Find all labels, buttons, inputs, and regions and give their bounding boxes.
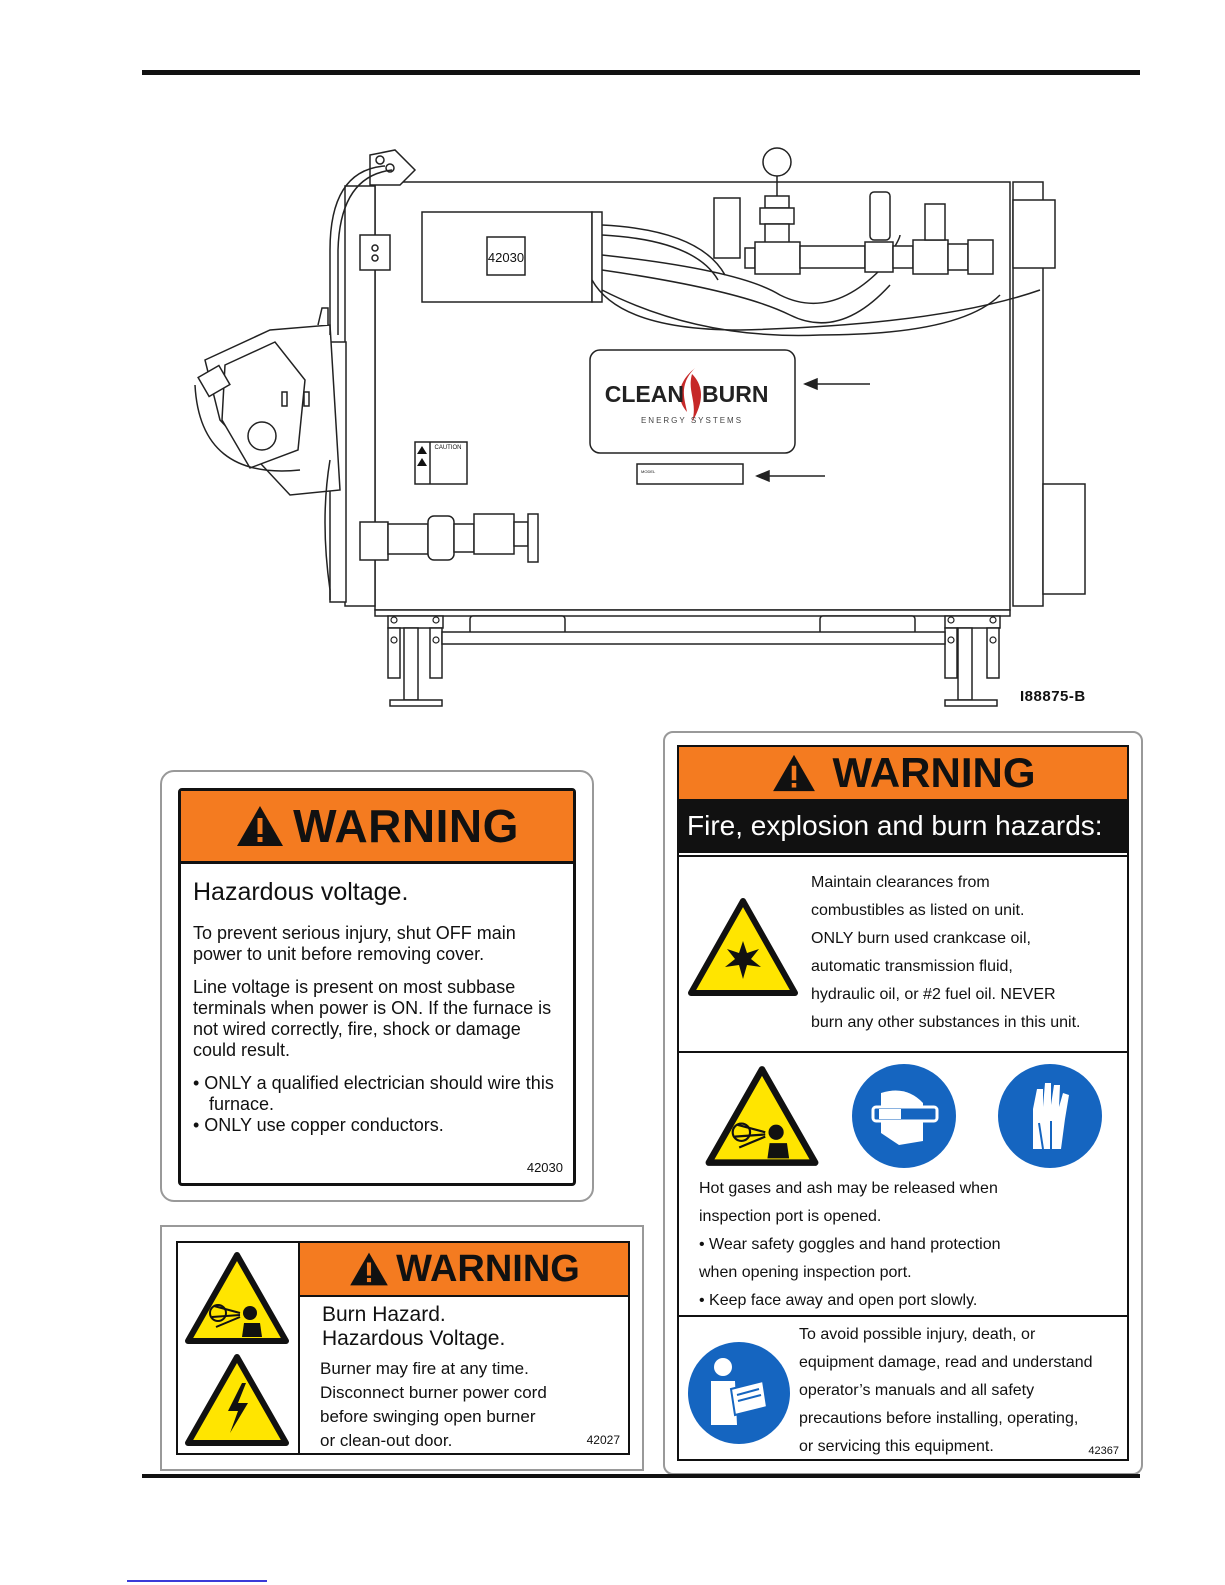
label-paragraph: To prevent serious injury, shut OFF main…: [193, 923, 516, 964]
label-line: Maintain clearances from: [811, 874, 990, 891]
explosion-hazard-icon: [688, 898, 798, 996]
figure-id: I88875-B: [1020, 688, 1086, 705]
hazard-subtitle: Fire, explosion and burn hazards:: [679, 799, 1127, 853]
label-bullet: • ONLY a qualified electrician should wi…: [193, 1073, 554, 1114]
fire-explosion-label: WARNING Fire, explosion and burn hazards…: [663, 731, 1143, 1475]
label-part-number: 42367: [1088, 1445, 1119, 1457]
label-line: • Wear safety goggles and hand protectio…: [699, 1236, 1001, 1253]
hot-gases-text: Hot gases and ash may be released when in…: [699, 1175, 1001, 1315]
label-title: Burn Hazard.: [322, 1303, 446, 1326]
warning-banner: WARNING: [181, 791, 573, 864]
warning-banner: WARNING: [300, 1243, 628, 1297]
control-box-decal-code: 42030: [488, 250, 524, 265]
read-manual-icon: [688, 1342, 790, 1444]
label-line: automatic transmission fluid,: [811, 958, 1013, 975]
read-manual-section: To avoid possible injury, death, or equip…: [679, 1315, 1127, 1461]
warning-banner: WARNING: [679, 747, 1127, 799]
label-line: Hot gases and ash may be released when: [699, 1180, 998, 1197]
protective-gloves-icon: [998, 1064, 1102, 1168]
label-part-number: 42027: [586, 1433, 620, 1447]
caution-decal-text: CAUTION: [435, 445, 462, 451]
burn-hazard-label: WARNING Burn Hazard. Hazardous Voltage. …: [160, 1225, 644, 1471]
footer-rule: [142, 1474, 1140, 1478]
label-line: To avoid possible injury, death, or: [799, 1326, 1036, 1343]
label-line: or clean-out door.: [320, 1431, 453, 1450]
clearances-section: Maintain clearances from combustibles as …: [679, 855, 1127, 1053]
label-line: Disconnect burner power cord: [320, 1383, 547, 1402]
footer-link-underline: [127, 1580, 267, 1582]
hot-spray-hazard-icon: [705, 1066, 819, 1166]
hot-spray-hazard-icon: [185, 1252, 289, 1344]
label-title: Hazardous voltage.: [193, 878, 409, 906]
label-line: burn any other substances in this unit.: [811, 1014, 1081, 1031]
alert-triangle-icon: [772, 754, 815, 792]
label-line: operator’s manuals and all safety: [799, 1382, 1035, 1399]
label-line: Burner may fire at any time.: [320, 1359, 529, 1378]
hot-gases-section: Hot gases and ash may be released when in…: [679, 1051, 1127, 1317]
label-part-number: 42030: [526, 1160, 563, 1175]
model-plate-text: MODEL: [641, 469, 656, 474]
label-line: precautions before installing, operating…: [799, 1410, 1079, 1427]
logo-burn: BURN: [702, 381, 768, 407]
heater-diagram: 42030 CLEAN BURN ENERGY SYSTEMS CAUTION …: [194, 147, 1086, 707]
logo-clean: CLEAN: [605, 381, 684, 407]
label-line: inspection port is opened.: [699, 1208, 882, 1225]
label-line: hydraulic oil, or #2 fuel oil. NEVER: [811, 986, 1056, 1003]
electric-shock-icon: [185, 1354, 289, 1446]
read-manual-text: To avoid possible injury, death, or equip…: [799, 1321, 1093, 1461]
clearances-text: Maintain clearances from combustibles as …: [811, 869, 1081, 1037]
label-line: ONLY burn used crankcase oil,: [811, 930, 1031, 947]
label-line: when opening inspection port.: [699, 1264, 912, 1281]
label-line: before swinging open burner: [320, 1407, 536, 1426]
flame-icon: [679, 368, 701, 422]
warning-word: WARNING: [293, 800, 519, 852]
label-title: Hazardous Voltage.: [322, 1327, 506, 1350]
label-line: equipment damage, read and understand: [799, 1354, 1093, 1371]
hazardous-voltage-label: WARNING Hazardous voltage. To prevent se…: [160, 770, 594, 1202]
alert-triangle-icon: [350, 1252, 388, 1286]
logo-subtitle: ENERGY SYSTEMS: [641, 416, 743, 425]
label-bullet: • ONLY use copper conductors.: [193, 1115, 444, 1135]
warning-word: WARNING: [396, 1247, 580, 1290]
alert-triangle-icon: [237, 806, 284, 846]
label-paragraph: Line voltage is present on most subbase …: [193, 977, 552, 1060]
label-line: or servicing this equipment.: [799, 1438, 994, 1455]
header-rule: [142, 70, 1140, 75]
label-line: combustibles as listed on unit.: [811, 902, 1025, 919]
label-line: • Keep face away and open port slowly.: [699, 1292, 978, 1309]
warning-word: WARNING: [832, 749, 1036, 796]
safety-goggles-icon: [852, 1064, 956, 1168]
